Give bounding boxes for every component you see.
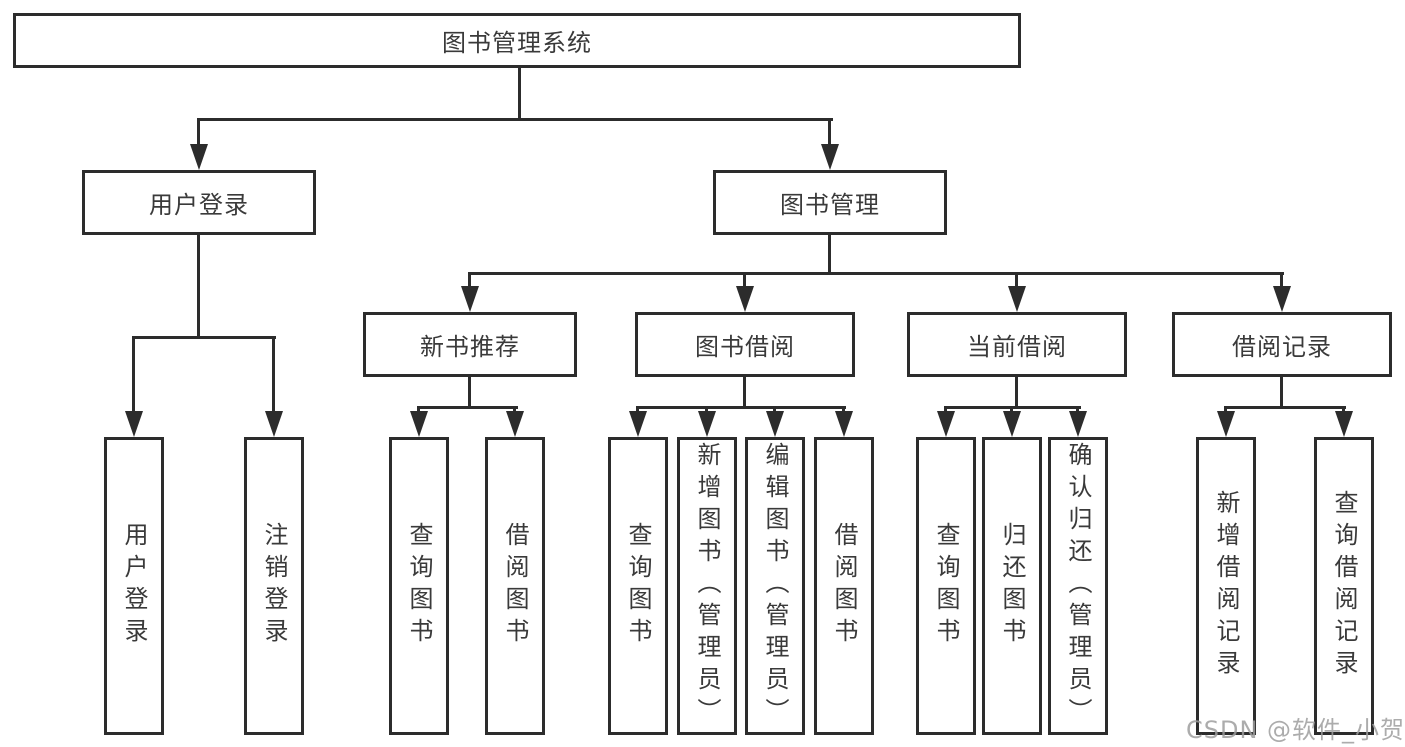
leaf-query-borrow-record-label: 查询借阅记录 — [1330, 490, 1358, 682]
arrowhead-down-icon — [1003, 411, 1021, 437]
leaf-query-books-recommend-label: 查询图书 — [405, 522, 433, 650]
leaf-edit-book-admin: 编辑图书（管理员） — [745, 437, 805, 735]
arrow-shaft-leaf — [944, 409, 947, 411]
leaf-logout: 注销登录 — [244, 437, 304, 735]
leaf-return-books-label: 归还图书 — [998, 522, 1026, 650]
arrow-shaft-to-borrowing-records — [1280, 275, 1283, 286]
connector-root-stub — [518, 68, 521, 121]
node-book-management-label: 图书管理 — [780, 191, 880, 219]
arrowhead-down-icon — [410, 411, 428, 437]
csdn-watermark: CSDN @软件_小贺同学 — [1186, 716, 1405, 744]
arrow-shaft-leaf — [842, 409, 845, 411]
arrowhead-down-icon — [835, 411, 853, 437]
leaf-query-books-borrowing-label: 查询图书 — [624, 522, 652, 650]
leaf-borrow-books-recommend: 借阅图书 — [485, 437, 545, 735]
arrow-shaft-leaf — [1342, 409, 1345, 411]
leaf-confirm-return-admin: 确认归还（管理员） — [1048, 437, 1108, 735]
leaf-borrow-books-borrowing-label: 借阅图书 — [830, 522, 858, 650]
arrowhead-down-icon — [1069, 411, 1087, 437]
leaf-borrow-books-recommend-label: 借阅图书 — [501, 522, 529, 650]
arrowhead-down-icon — [766, 411, 784, 437]
arrow-shaft-to-current-borrowing — [1015, 275, 1018, 286]
arrowhead-down-icon — [937, 411, 955, 437]
node-new-book-recommend: 新书推荐 — [363, 312, 577, 377]
arrowhead-down-icon — [1217, 411, 1235, 437]
arrow-shaft-leaf — [705, 409, 708, 411]
arrow-shaft-leaf — [1076, 409, 1079, 411]
leaf-add-book-admin-label: 新增图书（管理员） — [693, 442, 721, 730]
leaf-user-login: 用户登录 — [104, 437, 164, 735]
arrow-shaft-leaf — [1224, 409, 1227, 411]
connector-current-borrowing-branch — [944, 406, 1081, 409]
arrow-shaft-to-book-management — [828, 121, 831, 144]
connector-book-borrowing-branch — [636, 406, 846, 409]
leaf-logout-label: 注销登录 — [260, 522, 288, 650]
node-current-borrowing: 当前借阅 — [907, 312, 1127, 377]
connector-borrowing-records-stub — [1280, 377, 1283, 409]
leaf-borrow-books-borrowing: 借阅图书 — [814, 437, 874, 735]
node-user-login: 用户登录 — [82, 170, 316, 235]
arrow-shaft-to-book-borrowing — [743, 275, 746, 286]
leaf-return-books: 归还图书 — [982, 437, 1042, 735]
connector-borrowing-records-branch — [1224, 406, 1346, 409]
arrowhead-down-icon — [821, 144, 839, 170]
arrowhead-down-icon — [461, 286, 479, 312]
node-current-borrowing-label: 当前借阅 — [967, 333, 1067, 361]
node-root: 图书管理系统 — [13, 13, 1021, 68]
arrow-shaft-to-leaf-user-login — [132, 339, 135, 411]
node-book-borrowing: 图书借阅 — [635, 312, 855, 377]
arrowhead-down-icon — [629, 411, 647, 437]
connector-user-login-branch — [132, 336, 276, 339]
connector-book-borrowing-stub — [743, 377, 746, 409]
leaf-confirm-return-admin-label: 确认归还（管理员） — [1064, 442, 1092, 730]
arrow-shaft-leaf — [636, 409, 639, 411]
leaf-query-books-borrowing: 查询图书 — [608, 437, 668, 735]
arrow-shaft-to-new-book — [468, 275, 471, 286]
connector-book-management-stub — [828, 235, 831, 275]
arrowhead-down-icon — [1008, 286, 1026, 312]
leaf-add-borrow-record-label: 新增借阅记录 — [1212, 490, 1240, 682]
leaf-add-book-admin: 新增图书（管理员） — [677, 437, 737, 735]
node-new-book-recommend-label: 新书推荐 — [420, 333, 520, 361]
arrow-shaft-to-user-login — [197, 121, 200, 144]
leaf-query-borrow-record: 查询借阅记录 — [1314, 437, 1374, 735]
node-user-login-label: 用户登录 — [149, 191, 249, 219]
connector-current-borrowing-stub — [1015, 377, 1018, 409]
arrowhead-down-icon — [125, 411, 143, 437]
arrow-shaft-leaf — [773, 409, 776, 411]
connector-level1-branch — [197, 118, 833, 121]
arrowhead-down-icon — [506, 411, 524, 437]
arrowhead-down-icon — [190, 144, 208, 170]
node-borrowing-records: 借阅记录 — [1172, 312, 1392, 377]
node-book-management: 图书管理 — [713, 170, 947, 235]
connector-user-login-stub — [197, 235, 200, 339]
leaf-query-books-current: 查询图书 — [916, 437, 976, 735]
arrowhead-down-icon — [736, 286, 754, 312]
leaf-user-login-label: 用户登录 — [120, 522, 148, 650]
arrow-shaft-leaf — [417, 409, 420, 411]
arrowhead-down-icon — [1335, 411, 1353, 437]
leaf-add-borrow-record: 新增借阅记录 — [1196, 437, 1256, 735]
leaf-query-books-recommend: 查询图书 — [389, 437, 449, 735]
node-root-label: 图书管理系统 — [442, 29, 592, 57]
arrow-shaft-leaf — [513, 409, 516, 411]
connector-new-book-branch — [417, 406, 518, 409]
leaf-edit-book-admin-label: 编辑图书（管理员） — [761, 442, 789, 730]
node-book-borrowing-label: 图书借阅 — [695, 333, 795, 361]
connector-new-book-stub — [468, 377, 471, 409]
leaf-query-books-current-label: 查询图书 — [932, 522, 960, 650]
arrow-shaft-to-leaf-logout — [272, 339, 275, 411]
arrowhead-down-icon — [1273, 286, 1291, 312]
arrow-shaft-leaf — [1010, 409, 1013, 411]
connector-book-management-branch — [468, 272, 1284, 275]
node-borrowing-records-label: 借阅记录 — [1232, 333, 1332, 361]
arrowhead-down-icon — [265, 411, 283, 437]
arrowhead-down-icon — [698, 411, 716, 437]
